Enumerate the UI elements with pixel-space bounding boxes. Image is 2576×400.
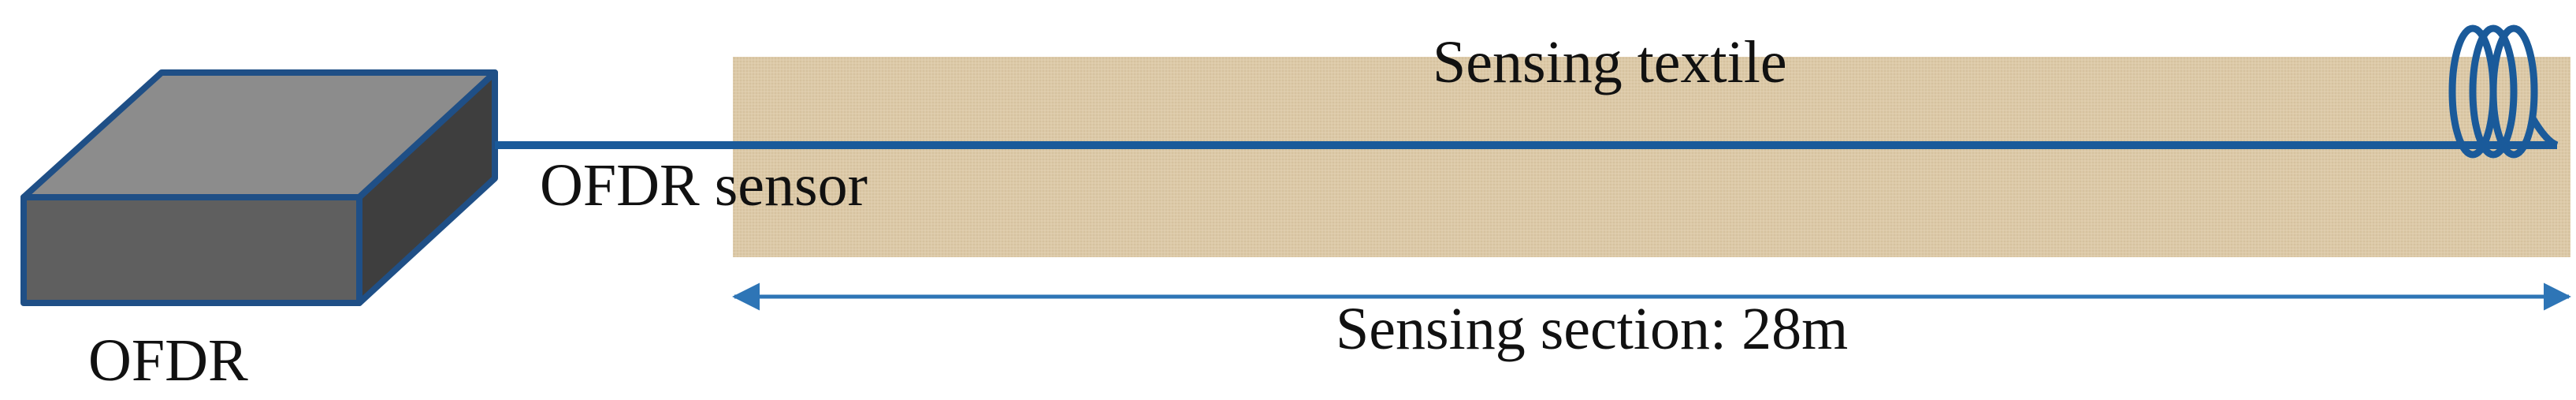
ofdr-device <box>20 69 498 306</box>
fiber-coil-icon <box>2448 24 2559 159</box>
sensing-section-label: Sensing section: 28m <box>1336 296 1848 362</box>
ofdr-sensor-label: OFDR sensor <box>540 152 868 219</box>
sensing-textile-label: Sensing textile <box>1433 29 1787 95</box>
sensing-textile <box>733 57 2570 257</box>
ofdr-device-front-face <box>20 194 362 306</box>
ofdr-device-label: OFDR <box>88 327 248 394</box>
